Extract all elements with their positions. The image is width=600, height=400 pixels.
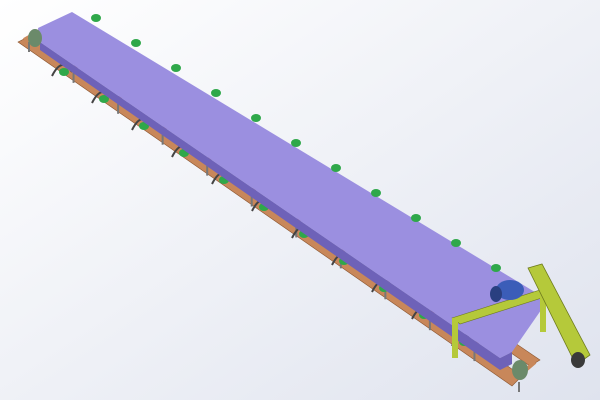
carrying-idler [131,39,141,47]
carrying-idler [491,264,501,272]
drive-frame-leg [540,292,546,332]
carrying-idler [371,189,381,197]
return-idler [59,68,69,76]
belt-guard [527,263,591,366]
motor-end [490,286,502,302]
carrying-idler [291,139,301,147]
drive-frame-leg [452,318,458,358]
belt-side [40,42,512,370]
belt [38,12,548,358]
idlers-upper [91,14,501,272]
head-pulley [512,360,528,380]
return-idler [99,95,109,103]
head-pulley-end [512,360,528,380]
carrying-idler [251,114,261,122]
carrying-idler [331,164,341,172]
carrying-idler [451,239,461,247]
drive-unit [451,263,591,368]
carrying-idler [171,64,181,72]
carrying-idler [91,14,101,22]
tail-pulley-end [28,29,42,47]
motor [496,280,524,300]
drive-pulley [571,352,585,368]
carrying-idler [411,214,421,222]
carrying-idler [211,89,221,97]
tail-pulley [28,29,42,47]
